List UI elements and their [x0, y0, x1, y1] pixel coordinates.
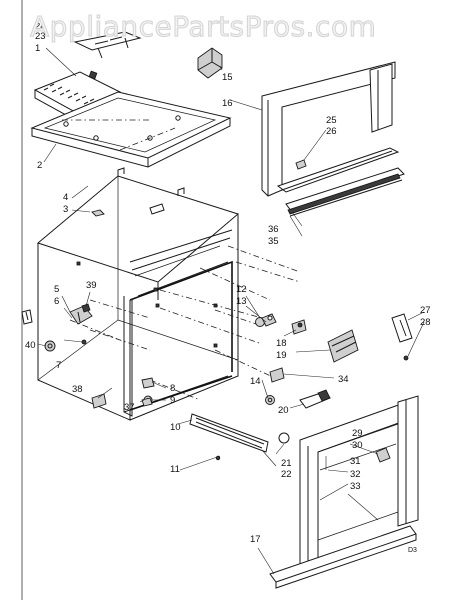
callout-22: 22 — [281, 469, 292, 480]
clip-part-27-28 — [391, 313, 413, 361]
callout-7: 7 — [56, 360, 61, 371]
callout-3: 3 — [63, 204, 68, 215]
callout-2: 2 — [37, 160, 42, 171]
callout-15: 15 — [222, 72, 233, 83]
callout-38: 38 — [72, 384, 83, 395]
callout-20: 20 — [278, 405, 289, 416]
drawing-code: D3 — [408, 547, 417, 554]
callout-32: 32 — [350, 469, 361, 480]
trim-bar-35-36 — [285, 167, 405, 217]
top-cover-panel — [30, 91, 232, 168]
callout-13: 13 — [236, 296, 247, 307]
callout-36: 36 — [268, 224, 279, 235]
toe-grille-10-11 — [179, 413, 269, 471]
callout-21: 21 — [281, 458, 292, 469]
callout-39: 39 — [86, 280, 97, 291]
callout-18: 18 — [276, 338, 287, 349]
door-frame-upper — [261, 61, 396, 197]
left-side-parts — [21, 303, 107, 409]
control-bracket-top — [73, 31, 142, 59]
callout-23: 23 — [35, 31, 46, 42]
callout-26: 26 — [326, 126, 337, 137]
assembly-dash-lines — [69, 245, 301, 401]
trim-strip-25-26 — [276, 147, 400, 193]
callout-12: 12 — [236, 284, 247, 295]
callout-24: 24 — [35, 21, 46, 32]
cabinet-box — [36, 167, 240, 421]
knob-part-15 — [197, 47, 223, 79]
leader-lines — [37, 47, 425, 575]
callout-17: 17 — [250, 534, 261, 545]
callout-31: 31 — [350, 456, 361, 467]
callout-40: 40 — [25, 340, 36, 351]
callout-14: 14 — [250, 376, 261, 387]
callout-1: 1 — [35, 43, 40, 54]
callout-30: 30 — [352, 440, 363, 451]
callout-10: 10 — [170, 422, 181, 433]
callout-33: 33 — [350, 481, 361, 492]
site-watermark: AppliancePartsPros.com — [30, 10, 377, 44]
callout-29: 29 — [352, 428, 363, 439]
callout-27: 27 — [420, 305, 431, 316]
callout-8: 8 — [170, 383, 175, 394]
callout-19: 19 — [276, 350, 287, 361]
callout-34: 34 — [338, 374, 349, 385]
callout-11: 11 — [170, 464, 180, 475]
callout-35: 35 — [268, 236, 279, 247]
callout-37: 37 — [124, 402, 135, 413]
callout-6: 6 — [54, 296, 59, 307]
callout-28: 28 — [420, 317, 431, 328]
latch-part-30 — [325, 447, 391, 470]
callout-5: 5 — [54, 284, 59, 295]
callout-labels: 24 23 1 2 4 3 15 16 25 26 36 35 5 6 39 4… — [25, 21, 431, 554]
door-frame-lower — [269, 395, 419, 589]
callout-9: 9 — [170, 395, 175, 406]
callout-25: 25 — [326, 115, 337, 126]
callout-16: 16 — [222, 98, 233, 109]
callout-4: 4 — [63, 192, 68, 203]
